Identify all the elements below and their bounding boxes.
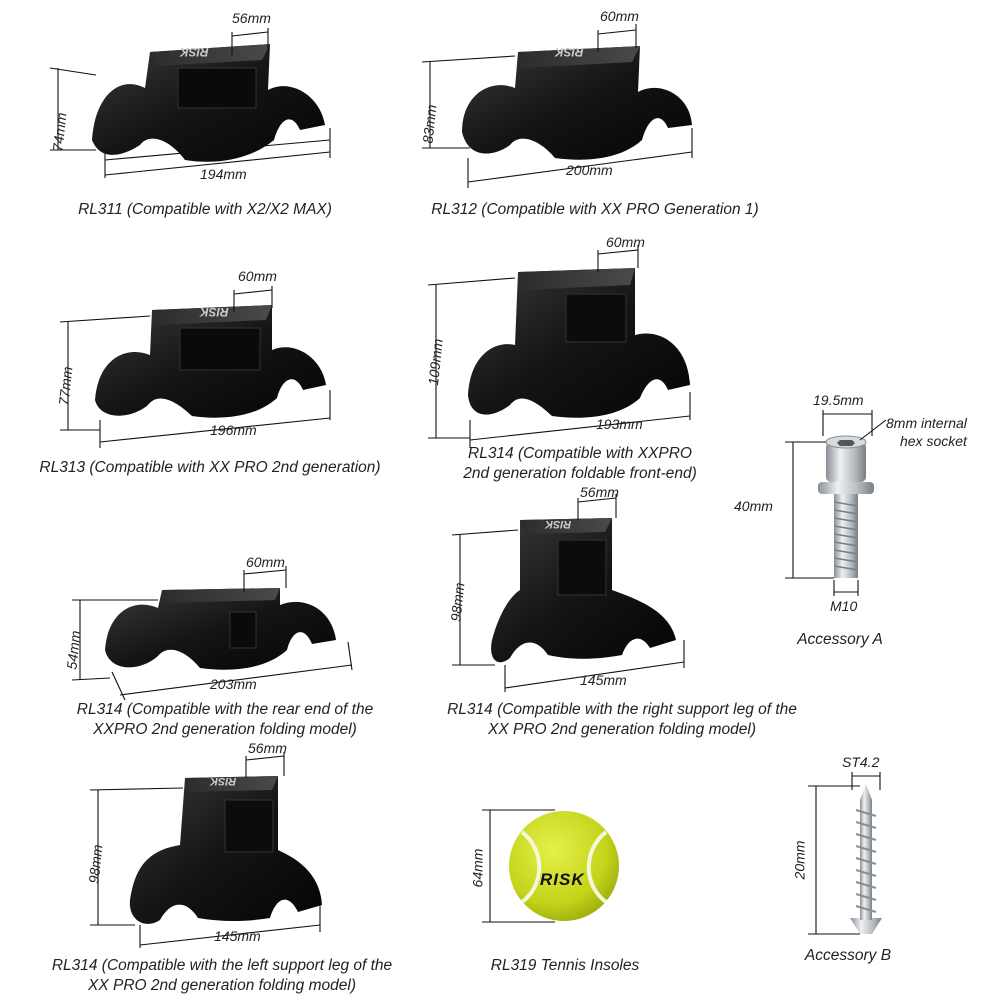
rl314-left-width-dim: 145mm	[214, 928, 261, 944]
rl313-caption: RL313 (Compatible with XX PRO 2nd genera…	[39, 459, 381, 476]
rl312-top-dim: 60mm	[600, 8, 639, 24]
rl314-right-top-dim: 56mm	[580, 484, 619, 500]
bolt-thread-dim: M10	[830, 598, 858, 614]
rl311-width-dim: 194mm	[200, 166, 247, 182]
rl314-left-top-dim: 56mm	[248, 740, 287, 756]
rl312-width-dim: 200mm	[566, 162, 613, 178]
rl313-width-dim: 196mm	[210, 422, 257, 438]
rl314-front-width-dim: 193mm	[596, 416, 643, 432]
accessory-a-label: Accessory A	[797, 631, 883, 648]
screw-length-dim: 20mm	[791, 840, 808, 880]
rl314-left-leg-part	[89, 752, 322, 948]
rl312-caption: RL312 (Compatible with XX PRO Generation…	[431, 201, 759, 218]
rl312-logo: RISK	[555, 45, 584, 59]
rl311-part	[49, 28, 331, 178]
ball-logo: RISK	[540, 870, 585, 889]
rl313-part	[59, 286, 331, 448]
rl314-right-caption: RL314 (Compatible with the right support…	[447, 701, 797, 738]
screw-spec-dim: ST4.2	[842, 754, 880, 770]
bolt-head-dim: 19.5mm	[813, 392, 864, 408]
rl314-right-leg-part	[451, 494, 685, 692]
rl314-left-caption: RL314 (Compatible with the left support …	[51, 957, 393, 994]
rl311-top-dim: 56mm	[232, 10, 271, 26]
rl314-rear-width-dim: 203mm	[210, 676, 257, 692]
rl314-rear-caption: RL314 (Compatible with the rear end of t…	[76, 701, 374, 738]
rl312-part	[421, 24, 693, 188]
rl314-front-part	[427, 245, 691, 448]
rl314-rear-part	[71, 566, 353, 701]
tennis-ball	[482, 809, 619, 923]
ball-height-dim: 64mm	[469, 848, 486, 888]
bolt-length-dim: 40mm	[734, 498, 773, 514]
rl314-right-logo: RISK	[545, 518, 572, 530]
rl311-logo: RISK	[180, 45, 209, 59]
rl314-front-top-dim: 60mm	[606, 234, 645, 250]
rl313-top-dim: 60mm	[238, 268, 277, 284]
rl314-right-width-dim: 145mm	[580, 672, 627, 688]
screw-accessory	[808, 772, 882, 935]
rl311-caption: RL311 (Compatible with X2/X2 MAX)	[78, 201, 332, 218]
ball-caption: RL319 Tennis Insoles	[490, 957, 640, 974]
bolt-accessory	[785, 410, 887, 596]
rl313-logo: RISK	[200, 305, 229, 319]
accessory-b-label: Accessory B	[804, 947, 892, 964]
rl314-rear-top-dim: 60mm	[246, 554, 285, 570]
rl314-left-logo: RISK	[210, 775, 237, 787]
